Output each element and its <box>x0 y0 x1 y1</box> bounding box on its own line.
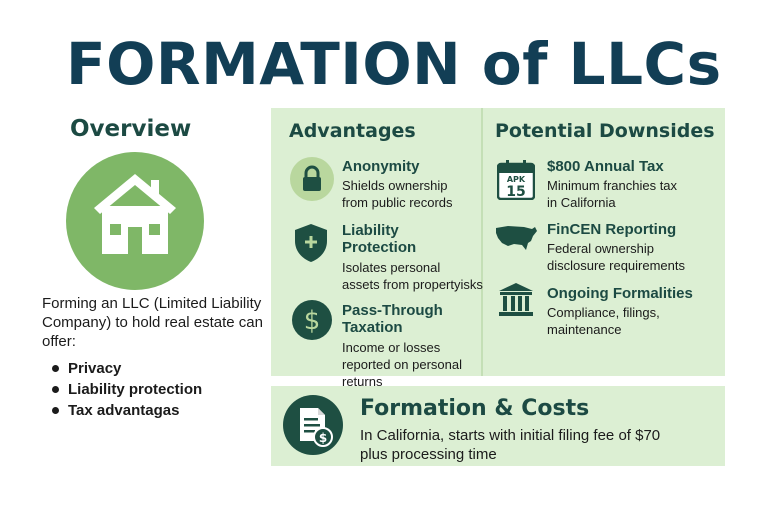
advantage-desc: returns <box>342 374 383 389</box>
lock-icon <box>290 157 334 206</box>
us-map-icon <box>494 224 538 257</box>
benefits-list: Privacy Liability protection Tax advanta… <box>50 358 202 421</box>
bullet-icon <box>52 407 59 414</box>
dollar-icon: $ <box>292 300 332 345</box>
advantage-title: Taxation <box>342 319 403 336</box>
downside-title: $800 Annual Tax <box>547 158 664 175</box>
downside-desc: disclosure requirements <box>547 258 686 273</box>
page-title: FORMATION of LLCs <box>66 30 722 98</box>
svg-text:$: $ <box>304 306 321 336</box>
advantage-desc: Shields ownership <box>342 178 448 193</box>
bullet-icon <box>52 386 59 393</box>
column-divider <box>481 108 483 376</box>
advantage-desc: assets from propertyisks <box>342 277 483 292</box>
advantage-desc: reported on personal <box>342 357 462 372</box>
overview-heading: Overview <box>70 116 192 142</box>
downside-desc: Minimum franchies tax <box>547 178 678 193</box>
advantage-desc: Income or losses <box>342 340 441 355</box>
calendar-day: 15 <box>506 184 525 200</box>
downside-desc: in California <box>547 195 616 210</box>
document-fee-icon: $ <box>283 395 343 460</box>
formation-costs-text: In California, starts with initial filin… <box>360 427 661 463</box>
bullet-icon <box>52 365 59 372</box>
downside-desc: maintenance <box>547 322 622 337</box>
advantages-heading: Advantages <box>289 120 416 142</box>
calendar-icon: APK 15 <box>496 160 536 205</box>
formation-costs-title: Formation & Costs <box>360 396 590 421</box>
calendar-month: APK <box>507 175 526 184</box>
overview-text: Forming an LLC (Limited Liability Compan… <box>42 295 263 350</box>
downside-desc: Compliance, filings, <box>547 305 660 320</box>
svg-text:$: $ <box>319 431 327 445</box>
benefit-item: Privacy <box>50 358 202 379</box>
downside-title: FinCEN Reporting <box>547 221 677 238</box>
courthouse-icon <box>498 282 534 323</box>
benefit-item: Liability protection <box>50 379 202 400</box>
advantages-downsides-panel <box>271 108 725 376</box>
house-icon <box>66 152 204 290</box>
shield-icon <box>293 223 329 268</box>
advantage-title: Pass-Through <box>342 302 443 319</box>
formation-costs-panel <box>271 386 725 466</box>
downside-desc: Federal ownership <box>547 241 654 256</box>
benefit-item: Tax advantagas <box>50 400 202 421</box>
advantage-title: Liability <box>342 222 399 239</box>
advantage-title: Protection <box>342 239 417 256</box>
advantage-desc: from public records <box>342 195 453 210</box>
downside-title: Ongoing Formalities <box>547 285 693 302</box>
advantage-title: Anonymity <box>342 158 420 175</box>
downsides-heading: Potential Downsides <box>495 120 715 142</box>
advantage-desc: Isolates personal <box>342 260 441 275</box>
